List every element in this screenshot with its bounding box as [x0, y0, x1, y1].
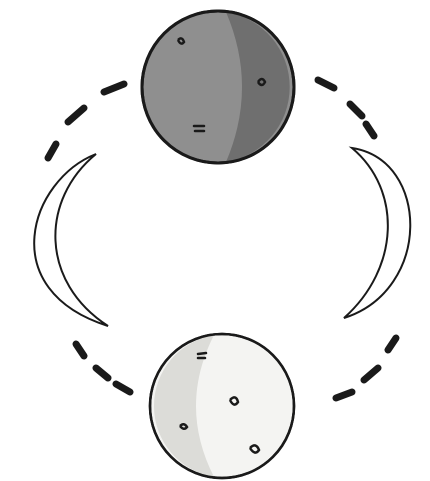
orbit-dash — [68, 108, 84, 122]
orbit-dash — [336, 392, 352, 398]
orbit-dash — [350, 104, 362, 116]
full-moon — [150, 334, 294, 478]
waning-crescent — [34, 154, 108, 326]
orbit-dash — [318, 80, 334, 88]
orbit-dash — [364, 368, 378, 380]
orbit-dash — [104, 84, 124, 92]
orbit-dash — [116, 384, 130, 392]
orbit-dash — [48, 144, 56, 158]
new-moon — [142, 11, 294, 163]
waxing-crescent — [344, 148, 410, 318]
orbit-dash — [76, 344, 84, 356]
orbit-dash — [96, 368, 108, 378]
orbit-dash — [366, 124, 374, 136]
orbit-dash — [388, 338, 396, 350]
